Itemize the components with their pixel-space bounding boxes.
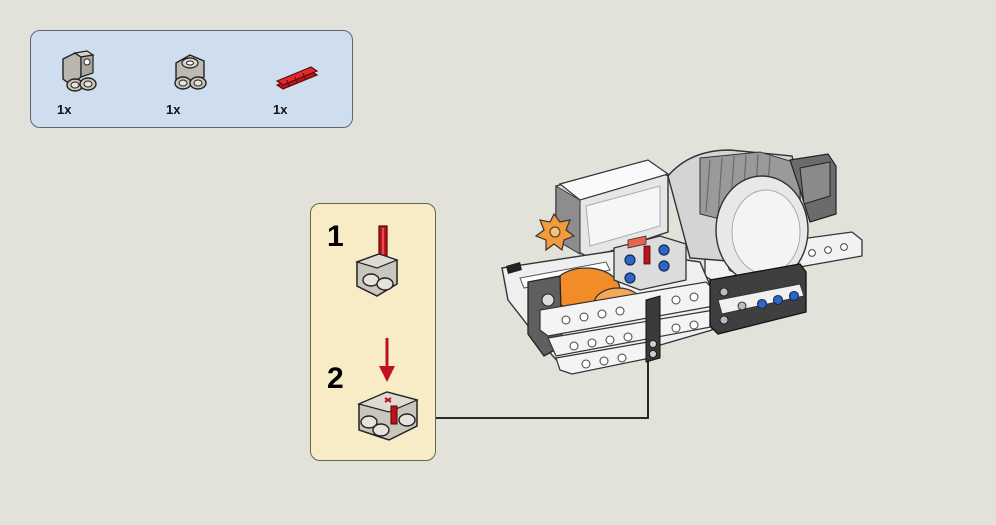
- parts-list-item: 1x: [57, 31, 127, 129]
- step-number-1: 1: [327, 220, 344, 253]
- step-number-2: 2: [327, 362, 344, 395]
- sub-steps-panel: 1 2: [310, 203, 436, 461]
- angle-connector-icon: [62, 50, 97, 92]
- parts-list-panel: 1x 1x 1x: [30, 30, 353, 128]
- parts-list-item: 1x: [273, 31, 343, 129]
- part-quantity: 1x: [57, 102, 72, 117]
- double-pin-connector-icon: [174, 54, 207, 90]
- step-1-illustration: [355, 225, 399, 297]
- part-quantity: 1x: [273, 102, 288, 117]
- part-quantity: 1x: [166, 102, 181, 117]
- parts-list-item: 1x: [166, 31, 236, 129]
- step-2-illustration: [357, 338, 419, 441]
- red-axle-icon: [275, 66, 319, 90]
